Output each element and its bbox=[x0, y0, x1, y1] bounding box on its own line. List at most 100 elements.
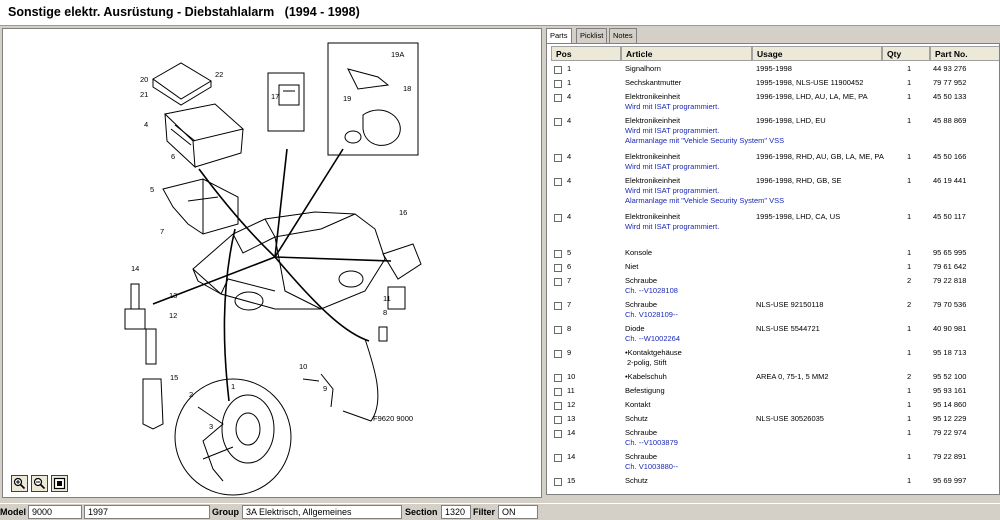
row-checkbox[interactable] bbox=[554, 94, 562, 102]
column-header-qty[interactable]: Qty bbox=[882, 46, 930, 61]
cell-article: Schraube bbox=[625, 300, 658, 309]
row-checkbox[interactable] bbox=[554, 430, 562, 438]
row-note: Ch. --V1003879 bbox=[625, 438, 678, 447]
callout-13: 13 bbox=[169, 291, 177, 300]
column-header-article[interactable]: Article bbox=[621, 46, 752, 61]
row-checkbox[interactable] bbox=[554, 66, 562, 74]
row-checkbox[interactable] bbox=[554, 118, 562, 126]
year-field[interactable]: 1997 bbox=[84, 505, 210, 519]
column-header-usage[interactable]: Usage bbox=[752, 46, 882, 61]
row-checkbox[interactable] bbox=[554, 478, 562, 486]
cell-qty: 1 bbox=[907, 152, 912, 161]
row-checkbox[interactable] bbox=[554, 350, 562, 358]
zoom-in-button[interactable] bbox=[11, 475, 28, 492]
cell-article: Sechskantmutter bbox=[625, 78, 682, 87]
column-header-part-no[interactable]: Part No. bbox=[930, 46, 999, 61]
cell-part-no: 45 88 869 bbox=[933, 116, 967, 125]
row-checkbox[interactable] bbox=[554, 388, 562, 396]
cell-article: Elektronikeinheit bbox=[625, 152, 681, 161]
cell-article: Niet bbox=[625, 262, 639, 271]
row-checkbox[interactable] bbox=[554, 154, 562, 162]
cell-pos: 14 bbox=[567, 452, 576, 461]
page-title: Sonstige elektr. Ausrüstung - Diebstahla… bbox=[8, 5, 360, 19]
figure-code: F9620 9000 bbox=[373, 414, 413, 423]
row-checkbox[interactable] bbox=[554, 402, 562, 410]
row-checkbox[interactable] bbox=[554, 302, 562, 310]
model-field[interactable]: 9000 bbox=[28, 505, 82, 519]
group-label: Group bbox=[212, 507, 239, 517]
section-field[interactable]: 1320 bbox=[441, 505, 471, 519]
cell-qty: 1 bbox=[907, 212, 912, 221]
cell-part-no: 95 65 995 bbox=[933, 248, 967, 257]
zoom-out-button[interactable] bbox=[31, 475, 48, 492]
callout-9: 9 bbox=[323, 384, 327, 393]
row-checkbox[interactable] bbox=[554, 250, 562, 258]
column-header-pos[interactable]: Pos bbox=[551, 46, 621, 61]
row-checkbox[interactable] bbox=[554, 214, 562, 222]
cell-part-no: 95 14 860 bbox=[933, 400, 967, 409]
filter-field[interactable]: ON bbox=[498, 505, 538, 519]
cell-qty: 2 bbox=[907, 372, 912, 381]
cell-article: •Kontaktgehäuse bbox=[625, 348, 682, 357]
cell-part-no: 44 93 276 bbox=[933, 64, 967, 73]
row-checkbox[interactable] bbox=[554, 264, 562, 272]
row-checkbox[interactable] bbox=[554, 80, 562, 88]
cell-pos: 5 bbox=[567, 248, 572, 257]
row-checkbox[interactable] bbox=[554, 178, 562, 186]
group-field[interactable]: 3A Elektrisch, Allgemeines bbox=[242, 505, 402, 519]
fit-window-button[interactable] bbox=[51, 475, 68, 492]
cell-pos: 4 bbox=[567, 212, 572, 221]
exploded-view-diagram[interactable]: 20 21 22 4 6 5 7 14 13 12 15 17 19A 19 1… bbox=[3, 29, 542, 498]
cell-article: Schraube bbox=[625, 276, 658, 285]
row-note: Ch. --V1028108 bbox=[625, 286, 678, 295]
tab-notes[interactable]: Notes bbox=[609, 28, 637, 43]
tab-picklist[interactable]: Picklist bbox=[576, 28, 608, 43]
part-4-unit bbox=[163, 103, 245, 169]
callout-8: 8 bbox=[383, 308, 387, 317]
callout-6: 6 bbox=[171, 152, 175, 161]
diagram-panel[interactable]: 20 21 22 4 6 5 7 14 13 12 15 17 19A 19 1… bbox=[2, 28, 542, 498]
row-note: Wird mit ISAT programmiert. bbox=[625, 222, 720, 231]
row-checkbox[interactable] bbox=[554, 374, 562, 382]
row-checkbox[interactable] bbox=[554, 416, 562, 424]
cell-part-no: 79 70 536 bbox=[933, 300, 967, 309]
row-checkbox[interactable] bbox=[554, 454, 562, 462]
row-checkbox[interactable] bbox=[554, 326, 562, 334]
cell-article: •Kabelschuh bbox=[625, 372, 667, 381]
cell-qty: 1 bbox=[907, 248, 912, 257]
cell-qty: 2 bbox=[907, 300, 912, 309]
cell-pos: 4 bbox=[567, 92, 572, 101]
tab-parts[interactable]: Parts bbox=[546, 28, 572, 44]
row-checkbox[interactable] bbox=[554, 278, 562, 286]
cell-qty: 1 bbox=[907, 476, 912, 485]
cell-pos: 12 bbox=[567, 400, 576, 409]
row-note: Ch. V1003880-- bbox=[625, 462, 678, 471]
cell-qty: 1 bbox=[907, 262, 912, 271]
zoom-in-icon bbox=[13, 477, 26, 490]
cell-pos: 10 bbox=[567, 372, 576, 381]
cell-usage: NLS-USE 30526035 bbox=[756, 414, 824, 423]
cell-article: Schraube bbox=[625, 428, 658, 437]
callout-20: 20 bbox=[140, 75, 148, 84]
